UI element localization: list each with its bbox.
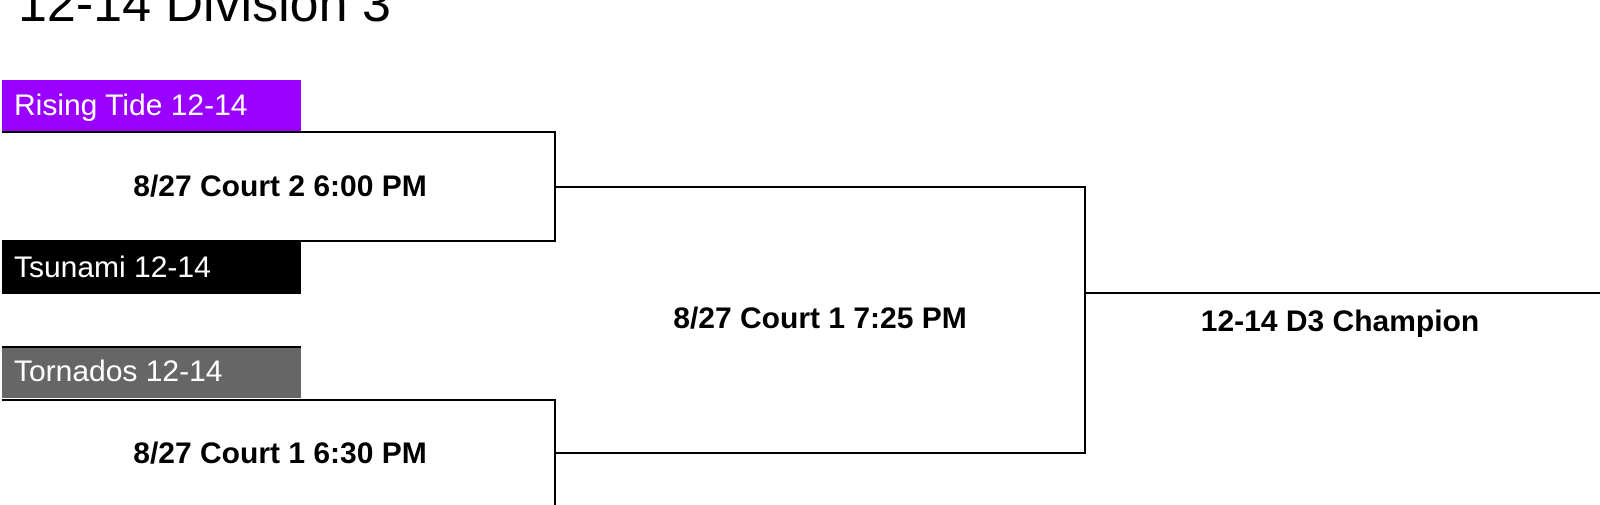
team-box-tsunami: Tsunami 12-14 [2, 242, 301, 294]
bracket-line [2, 240, 556, 242]
champion-line [1084, 292, 1600, 294]
team-box-rising-tide: Rising Tide 12-14 [2, 80, 301, 132]
bracket-line [554, 452, 1086, 454]
bracket-line [554, 186, 1086, 188]
bracket-line [2, 399, 556, 401]
game-label-bottom: 8/27 Court 1 6:30 PM [133, 437, 427, 470]
game-label-final: 8/27 Court 1 7:25 PM [673, 302, 967, 335]
bracket-line [2, 131, 556, 133]
page-title: 12-14 Division 3 [18, 0, 391, 33]
bracket-line [1084, 186, 1086, 454]
champion-label: 12-14 D3 Champion [1200, 305, 1480, 338]
team-box-tornados: Tornados 12-14 [2, 346, 301, 398]
game-label-top: 8/27 Court 2 6:00 PM [133, 170, 427, 203]
bracket-line [2, 346, 301, 348]
